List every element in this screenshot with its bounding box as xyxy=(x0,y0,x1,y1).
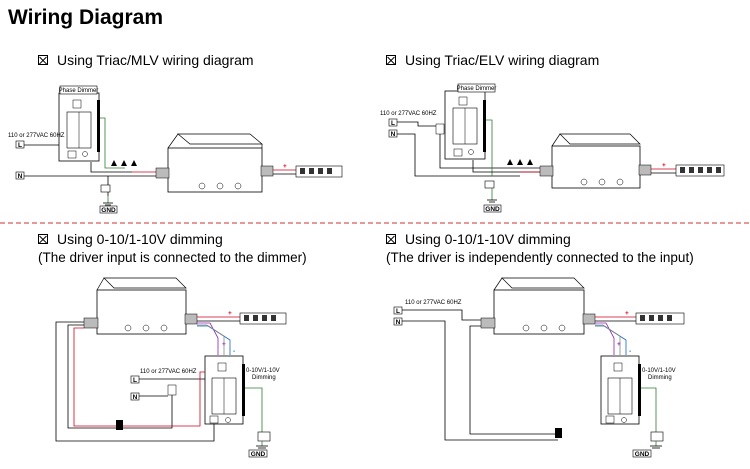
line-terminal xyxy=(130,375,140,384)
dimming-label-line1: 0-10V/1-10V xyxy=(246,368,280,374)
ground-terminal xyxy=(484,180,495,189)
diagram-triac-mlv: Phase Dimmer 110 or 277VAC 60HZ L N G xyxy=(8,85,343,214)
heading-text: Using 0-10/1-10V dimming xyxy=(405,231,571,247)
checkbox-icon xyxy=(38,234,48,244)
minus-label: - xyxy=(629,348,631,355)
plus-label: + xyxy=(662,162,666,169)
heading-triac-mlv: Using Triac/MLV wiring diagram xyxy=(38,52,254,68)
checkbox-icon xyxy=(386,234,396,244)
plus-label: + xyxy=(228,310,232,317)
heading-text: Using Triac/ELV wiring diagram xyxy=(405,52,600,68)
neutral-terminal xyxy=(393,317,403,326)
ground-terminal xyxy=(650,431,664,442)
plus-label: + xyxy=(617,341,621,348)
phase-dimmer: Phase Dimmer xyxy=(435,83,497,160)
ground-label: GND xyxy=(635,451,650,458)
checkbox-icon xyxy=(386,55,396,65)
heading-dim-independent: Using 0-10/1-10V dimming xyxy=(386,231,571,247)
led-driver xyxy=(539,133,652,189)
heading-triac-elv: Using Triac/ELV wiring diagram xyxy=(386,52,599,68)
neutral-label: N xyxy=(18,173,23,180)
ground-label: GND xyxy=(251,451,266,458)
neutral-terminal xyxy=(130,392,140,401)
dimming-label-line2: Dimming xyxy=(252,375,276,381)
dimming-switch xyxy=(600,355,641,425)
voltage-label: 110 or 277VAC 60HZ xyxy=(380,111,437,117)
led-strip xyxy=(675,164,725,177)
led-strip xyxy=(239,312,287,325)
led-driver xyxy=(480,277,596,335)
line-label: L xyxy=(18,142,22,149)
diagram-dim-via-dimmer: + + - 0-10V/1-10V Dimming 110 or 277VAC … xyxy=(55,277,287,458)
phase-dimmer-label: Phase Dimmer xyxy=(59,88,99,94)
line-terminal xyxy=(388,118,398,127)
line-label: L xyxy=(396,308,400,315)
led-strip xyxy=(635,312,685,325)
voltage-label: 110 or 277VAC 60HZ xyxy=(405,300,462,306)
neutral-label: N xyxy=(133,394,138,401)
heading-dim-via-dimmer: Using 0-10/1-10V dimming xyxy=(38,231,223,247)
voltage-label: 110 or 277VAC 60HZ xyxy=(8,133,65,139)
plus-label: + xyxy=(625,310,629,317)
dimming-label-line2: Dimming xyxy=(648,375,672,381)
neutral-label: N xyxy=(391,131,396,138)
dimming-label-line1: 0-10V/1-10V xyxy=(642,368,676,374)
ground-terminal xyxy=(257,431,271,442)
ground-label: GND xyxy=(485,206,500,213)
line-label: L xyxy=(391,120,395,127)
plus-label: + xyxy=(222,341,226,348)
diagram-dim-independent: 110 or 277VAC 60HZ L N + + - 0- xyxy=(393,277,685,458)
led-driver xyxy=(83,277,198,335)
neutral-label: N xyxy=(396,319,401,326)
line-terminal xyxy=(393,306,403,315)
note-dim-independent: (The driver is independently connected t… xyxy=(386,250,694,265)
neutral-terminal xyxy=(15,171,25,180)
diagram-triac-elv: Phase Dimmer 110 or 277VAC 60HZ L N GND xyxy=(380,83,725,213)
dimming-switch xyxy=(204,355,245,425)
page-title: Wiring Diagram xyxy=(8,6,163,29)
led-driver xyxy=(155,133,274,193)
ground-label: GND xyxy=(101,207,116,214)
plus-label: + xyxy=(283,163,287,170)
note-dim-via-dimmer: (The driver input is connected to the di… xyxy=(38,250,307,265)
checkbox-icon xyxy=(38,55,48,65)
phase-dimmer-label: Phase Dimmer xyxy=(457,86,497,92)
minus-label: - xyxy=(233,348,235,355)
voltage-label: 110 or 277VAC 60HZ xyxy=(140,369,197,375)
heading-text: Using Triac/MLV wiring diagram xyxy=(57,52,254,68)
led-strip xyxy=(295,165,343,178)
line-label: L xyxy=(133,377,137,384)
neutral-terminal xyxy=(388,129,398,138)
line-terminal xyxy=(15,140,25,149)
ground-terminal xyxy=(100,184,111,193)
phase-dimmer: Phase Dimmer xyxy=(58,85,100,162)
heading-text: Using 0-10/1-10V dimming xyxy=(57,231,223,247)
